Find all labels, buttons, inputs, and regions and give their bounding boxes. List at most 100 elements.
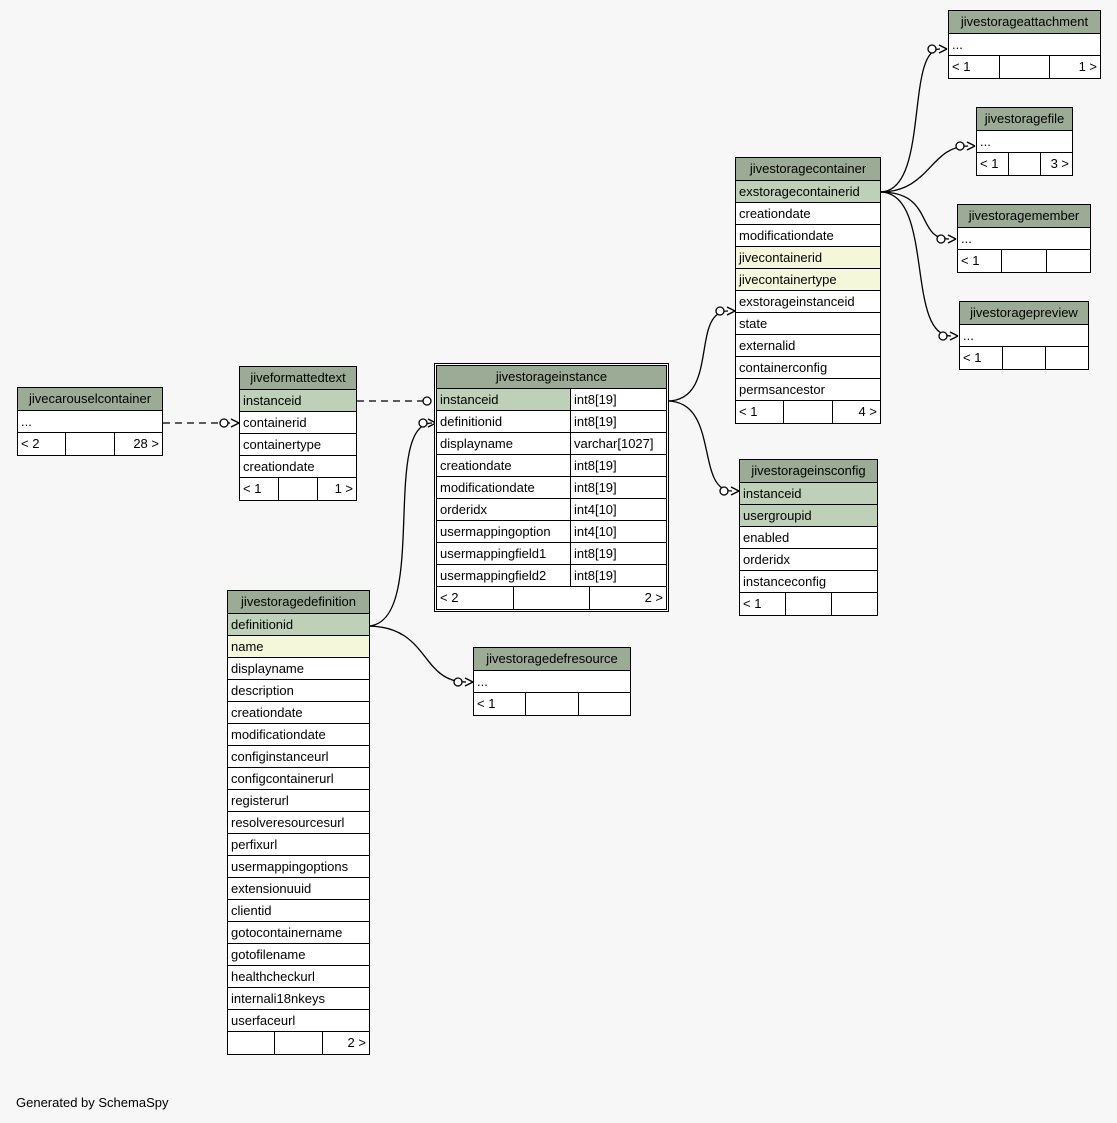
footer-spacer[interactable] [1008, 153, 1040, 175]
column-row[interactable]: gotocontainername [228, 922, 369, 944]
table-jivestoragemember[interactable]: jivestoragemember...< 1 [957, 204, 1091, 273]
footer-spacer[interactable] [512, 587, 590, 609]
footer-spacer[interactable] [783, 401, 831, 423]
child-count[interactable] [1045, 347, 1088, 369]
column-row[interactable]: displayname [228, 658, 369, 680]
parent-count[interactable] [228, 1032, 274, 1054]
footer-spacer[interactable] [525, 693, 577, 715]
column-row[interactable]: externalid [736, 335, 880, 357]
column-row[interactable]: creationdate [240, 456, 356, 478]
column-row[interactable]: configinstanceurl [228, 746, 369, 768]
column-row[interactable]: usergroupid [740, 505, 877, 527]
column-row[interactable]: instanceconfig [740, 571, 877, 593]
column-row[interactable]: ... [18, 411, 162, 433]
column-row[interactable]: ... [960, 325, 1088, 347]
child-count[interactable]: 1 > [317, 478, 356, 500]
parent-count[interactable]: < 1 [980, 156, 999, 171]
column-row[interactable]: permsancestor [736, 379, 880, 401]
table-jivestoragepreview[interactable]: jivestoragepreview...< 1 [959, 301, 1089, 370]
column-row[interactable]: containerconfig [736, 357, 880, 379]
column-row[interactable]: ... [949, 34, 1100, 56]
column-row[interactable]: enabled [740, 527, 877, 549]
column-row[interactable]: definitionid [228, 614, 369, 636]
column-row[interactable]: modificationdate [228, 724, 369, 746]
column-name: usermappingoption [440, 524, 551, 539]
child-count[interactable] [1045, 250, 1090, 272]
column-row[interactable]: instanceid [740, 483, 877, 505]
column-row[interactable]: resolveresourcesurl [228, 812, 369, 834]
parent-count[interactable]: < 1 [963, 350, 982, 365]
column-name: resolveresourcesurl [231, 815, 345, 830]
parent-count[interactable]: < 1 [477, 696, 496, 711]
table-jivestoragedefresource[interactable]: jivestoragedefresource...< 1 [473, 647, 631, 716]
column-row[interactable]: ... [977, 131, 1072, 153]
column-row[interactable]: configcontainerurl [228, 768, 369, 790]
column-row[interactable]: instanceid [240, 390, 356, 412]
column-row[interactable]: jivecontainertype [736, 269, 880, 291]
column-row[interactable]: ... [474, 671, 630, 693]
column-row[interactable]: internali18nkeys [228, 988, 369, 1010]
footer-spacer[interactable] [1001, 250, 1045, 272]
parent-count[interactable]: < 1 [961, 253, 980, 268]
column-row[interactable]: healthcheckurl [228, 966, 369, 988]
parent-count[interactable]: < 2 [440, 590, 459, 605]
child-count[interactable]: 2 > [589, 587, 666, 609]
column-row[interactable]: perfixurl [228, 834, 369, 856]
footer-spacer[interactable] [65, 433, 113, 455]
parent-count[interactable]: < 1 [739, 404, 758, 419]
column-row[interactable]: registerurl [228, 790, 369, 812]
column-name: externalid [739, 338, 796, 353]
column-row[interactable]: modificationdate [736, 225, 880, 247]
column-row[interactable]: extensionuuid [228, 878, 369, 900]
column-row[interactable]: gotofilename [228, 944, 369, 966]
column-row[interactable]: exstoragecontainerid [736, 181, 880, 203]
column-row[interactable]: creationdate [228, 702, 369, 724]
column-row[interactable]: userfaceurl [228, 1010, 369, 1032]
child-count[interactable] [831, 593, 877, 615]
footer-spacer[interactable] [278, 478, 317, 500]
column-row[interactable]: usermappingoptions [228, 856, 369, 878]
column-row[interactable]: creationdate [736, 203, 880, 225]
footer-spacer[interactable] [274, 1032, 321, 1054]
child-count[interactable]: 1 > [1049, 56, 1100, 78]
column-row[interactable]: clientid [228, 900, 369, 922]
parent-count[interactable]: < 1 [743, 596, 762, 611]
column-row[interactable]: orderidx [740, 549, 877, 571]
column-row[interactable]: name [228, 636, 369, 658]
footer-spacer[interactable] [785, 593, 831, 615]
child-count[interactable]: 28 > [113, 433, 162, 455]
footer-spacer[interactable] [998, 56, 1050, 78]
parent-count[interactable]: < 2 [21, 436, 40, 451]
column-row[interactable]: description [228, 680, 369, 702]
child-count[interactable]: 2 > [321, 1032, 369, 1054]
column-row[interactable]: ... [958, 228, 1090, 250]
column-row[interactable]: state [736, 313, 880, 335]
child-count[interactable]: 3 > [1040, 153, 1072, 175]
column-row[interactable]: exstorageinstanceid [736, 291, 880, 313]
child-count[interactable] [577, 693, 630, 715]
parent-count[interactable]: < 1 [952, 59, 971, 74]
parent-count[interactable]: < 1 [243, 481, 262, 496]
footer-spacer[interactable] [1002, 347, 1045, 369]
child-count[interactable]: 4 > [831, 401, 880, 423]
column-row[interactable]: containertype [240, 434, 356, 456]
column-row[interactable]: jivecontainerid [736, 247, 880, 269]
column-row[interactable]: containerid [240, 412, 356, 434]
